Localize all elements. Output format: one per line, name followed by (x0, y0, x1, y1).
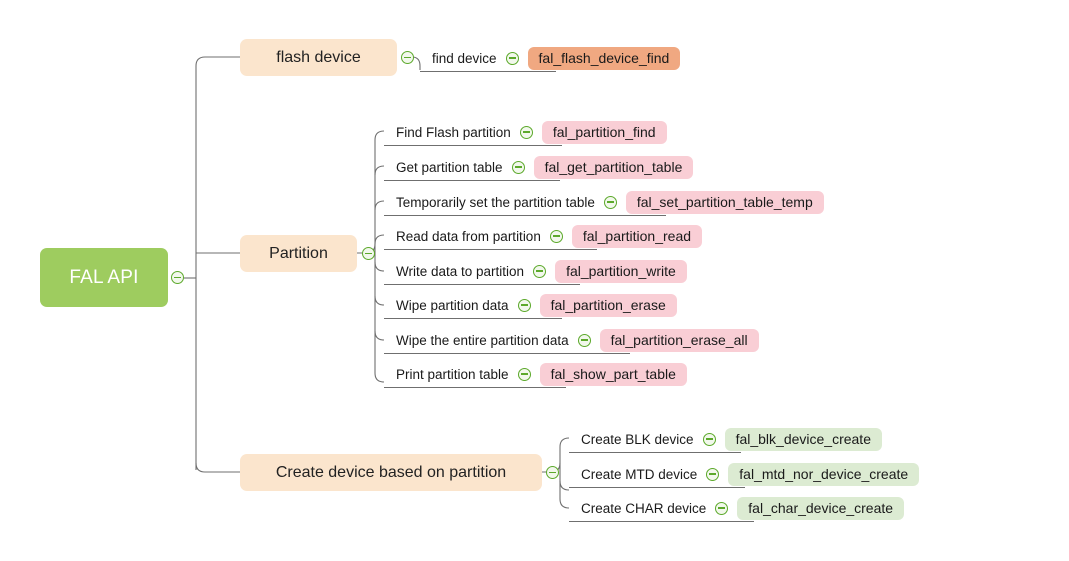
leaf-label: Create CHAR device (581, 500, 707, 516)
leaf-label: Write data to partition (396, 263, 525, 279)
api-pill[interactable]: fal_partition_erase_all (599, 328, 759, 352)
connector-partition-leaf-3 (374, 200, 385, 211)
api-pill[interactable]: fal_char_device_create (737, 496, 905, 520)
api-pill[interactable]: fal_blk_device_create (724, 427, 882, 451)
leaf-row-create-mtd-device[interactable]: Create MTD device fal_mtd_nor_device_cre… (581, 460, 920, 488)
leaf-label: Find Flash partition (396, 124, 511, 140)
collapse-minus-icon-create-mtd-device[interactable] (706, 467, 720, 481)
api-pill[interactable]: fal_flash_device_find (527, 46, 681, 70)
collapse-minus-icon-root[interactable] (171, 271, 184, 284)
api-pill[interactable]: fal_partition_erase (539, 293, 677, 317)
collapse-minus-icon-find-flash-partition[interactable] (519, 125, 533, 139)
connector-partition-hub (374, 244, 385, 272)
collapse-minus-icon-read-data-from-partition[interactable] (549, 229, 563, 243)
branch-node-flash-device[interactable]: flash device (240, 39, 397, 76)
connector-partition-leaf-2 (374, 165, 385, 176)
leaf-underline (569, 521, 754, 522)
collapse-minus-icon-flash-device[interactable] (401, 51, 414, 64)
connector-partition-down (374, 262, 385, 383)
collapse-minus-icon-find-device[interactable] (505, 51, 519, 65)
branch-node-label: Partition (269, 244, 328, 262)
connector-partition-leaf-7 (374, 330, 385, 341)
collapse-minus-icon-create-device[interactable] (546, 466, 559, 479)
leaf-underline (569, 452, 741, 453)
leaf-label: Create BLK device (581, 431, 694, 447)
leaf-row-get-partition-table[interactable]: Get partition table fal_get_partition_ta… (396, 153, 694, 181)
collapse-minus-icon-partition[interactable] (362, 247, 375, 260)
leaf-label: Create MTD device (581, 466, 698, 482)
leaf-label: Temporarily set the partition table (396, 194, 595, 210)
leaf-label: Read data from partition (396, 228, 541, 244)
connector-create-down (559, 481, 570, 509)
connector-partition-leaf-6 (374, 295, 385, 306)
collapse-minus-icon-create-char-device[interactable] (715, 501, 729, 515)
leaf-label: find device (432, 50, 497, 66)
leaf-row-create-char-device[interactable]: Create CHAR device fal_char_device_creat… (581, 494, 905, 522)
root-node-fal-api[interactable]: FAL API (40, 248, 168, 307)
leaf-underline (384, 318, 562, 319)
connector-trunk-to-flash (195, 56, 240, 67)
branch-node-label: Create device based on partition (275, 463, 507, 481)
leaf-label: Wipe the entire partition data (396, 332, 569, 348)
leaf-row-read-data-from-partition[interactable]: Read data from partition fal_partition_r… (396, 222, 703, 250)
api-pill[interactable]: fal_get_partition_table (533, 155, 694, 179)
collapse-minus-icon-write-data-to-partition[interactable] (533, 264, 547, 278)
api-pill[interactable]: fal_partition_write (555, 259, 687, 283)
collapse-minus-icon-temporarily-set-the-partition-table[interactable] (603, 195, 617, 209)
leaf-row-find-device[interactable]: find device fal_flash_device_find (432, 44, 681, 72)
leaf-underline (384, 284, 580, 285)
leaf-underline (420, 71, 556, 72)
leaf-underline (384, 387, 566, 388)
api-pill[interactable]: fal_partition_find (541, 120, 667, 144)
api-pill[interactable]: fal_show_part_table (539, 362, 687, 386)
leaf-label: Wipe partition data (396, 297, 509, 313)
leaf-label: Get partition table (396, 159, 503, 175)
leaf-label: Print partition table (396, 366, 509, 382)
leaf-row-write-data-to-partition[interactable]: Write data to partition fal_partition_wr… (396, 257, 687, 285)
api-pill[interactable]: fal_set_partition_table_temp (625, 190, 824, 214)
branch-node-partition[interactable]: Partition (240, 235, 357, 272)
root-node-label: FAL API (69, 266, 139, 288)
branch-node-create-device-based-on-partition[interactable]: Create device based on partition (240, 454, 542, 491)
leaf-underline (384, 180, 560, 181)
leaf-row-print-partition-table[interactable]: Print partition table fal_show_part_tabl… (396, 360, 687, 388)
api-pill[interactable]: fal_partition_read (571, 224, 703, 248)
collapse-minus-icon-wipe-partition-data[interactable] (517, 298, 531, 312)
api-pill[interactable]: fal_mtd_nor_device_create (728, 462, 920, 486)
leaf-row-temporarily-set-the-partition-table[interactable]: Temporarily set the partition table fal_… (396, 188, 824, 216)
leaf-underline (384, 249, 597, 250)
leaf-underline (384, 215, 666, 216)
leaf-underline (569, 487, 745, 488)
connector-trunk-to-create (195, 462, 240, 473)
leaf-row-find-flash-partition[interactable]: Find Flash partition fal_partition_find (396, 118, 667, 146)
collapse-minus-icon-get-partition-table[interactable] (511, 160, 525, 174)
leaf-row-create-blk-device[interactable]: Create BLK device fal_blk_device_create (581, 425, 882, 453)
connector-partition-up (357, 130, 385, 254)
collapse-minus-icon-create-blk-device[interactable] (702, 432, 716, 446)
leaf-underline (384, 353, 630, 354)
branch-node-label: flash device (276, 48, 361, 66)
connector-partition-leaf-4 (374, 234, 385, 245)
connector-create-hub (559, 463, 570, 491)
leaf-row-wipe-the-entire-partition-data[interactable]: Wipe the entire partition data fal_parti… (396, 326, 759, 354)
leaf-underline (384, 145, 562, 146)
collapse-minus-icon-print-partition-table[interactable] (517, 367, 531, 381)
leaf-row-wipe-partition-data[interactable]: Wipe partition data fal_partition_erase (396, 291, 677, 319)
collapse-minus-icon-wipe-the-entire-partition-data[interactable] (577, 333, 591, 347)
